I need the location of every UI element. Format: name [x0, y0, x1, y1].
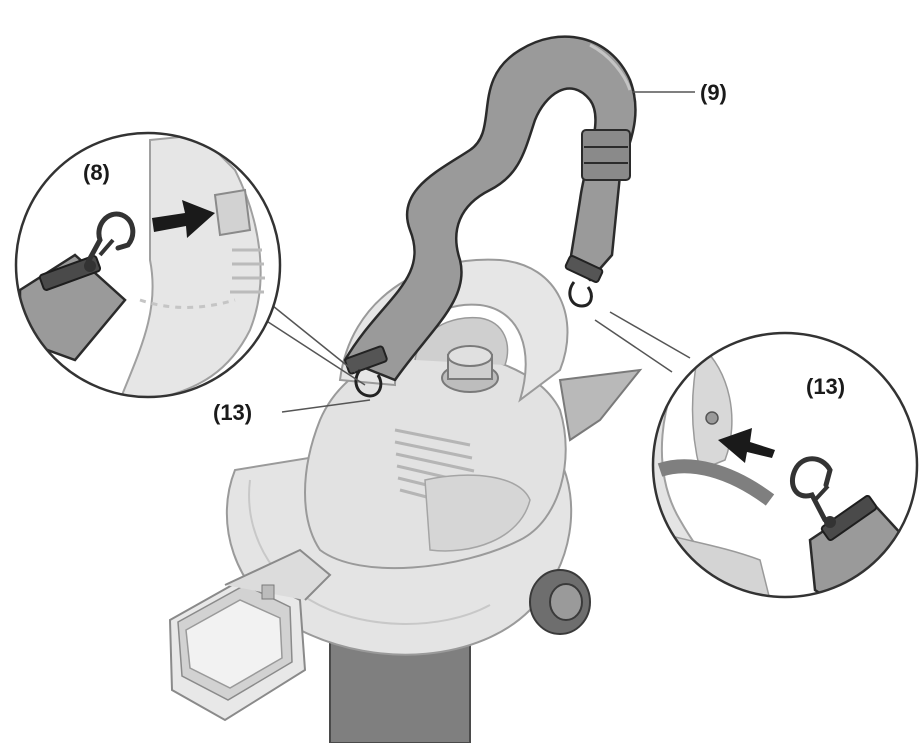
snap-hook-icon — [84, 211, 136, 272]
snap-hook-icon — [789, 456, 836, 528]
detail-inset-right — [651, 331, 919, 599]
callout-eyelet-right: (13) — [806, 374, 846, 399]
shoulder-strap — [343, 35, 637, 398]
speed-knob — [441, 345, 499, 393]
strap-buckle — [581, 129, 631, 181]
strap-end-clasp-right — [564, 255, 604, 308]
callout-hook: (8) — [83, 160, 110, 185]
blower-nozzle — [168, 548, 332, 722]
callout-eyelet-left: (13) — [213, 400, 253, 425]
wheel — [529, 569, 591, 635]
arrow-right-icon — [152, 200, 215, 238]
arrow-left-icon — [718, 428, 775, 463]
callout-strap: (9) — [700, 80, 727, 105]
detail-inset-left — [14, 131, 282, 399]
